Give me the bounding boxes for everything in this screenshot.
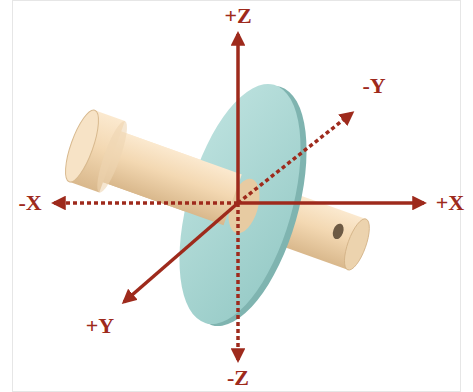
image-frame bbox=[13, 1, 461, 392]
x-minus-axis bbox=[54, 201, 238, 205]
pin-head-side bbox=[59, 107, 246, 236]
x-plus-axis bbox=[238, 201, 424, 205]
axes bbox=[54, 34, 424, 360]
cross-hole bbox=[331, 222, 346, 240]
z-plus-axis bbox=[236, 34, 240, 203]
y-plus-axis bbox=[124, 203, 238, 302]
z-minus-axis bbox=[236, 203, 240, 360]
axis-label: -Z bbox=[227, 367, 249, 389]
axis-label: +Y bbox=[86, 315, 114, 337]
axis-label: -Y bbox=[362, 75, 385, 97]
axis-label: +X bbox=[436, 192, 464, 214]
axis-label: -X bbox=[18, 192, 41, 214]
y-minus-axis bbox=[238, 113, 352, 203]
axis-label: +Z bbox=[224, 5, 251, 27]
